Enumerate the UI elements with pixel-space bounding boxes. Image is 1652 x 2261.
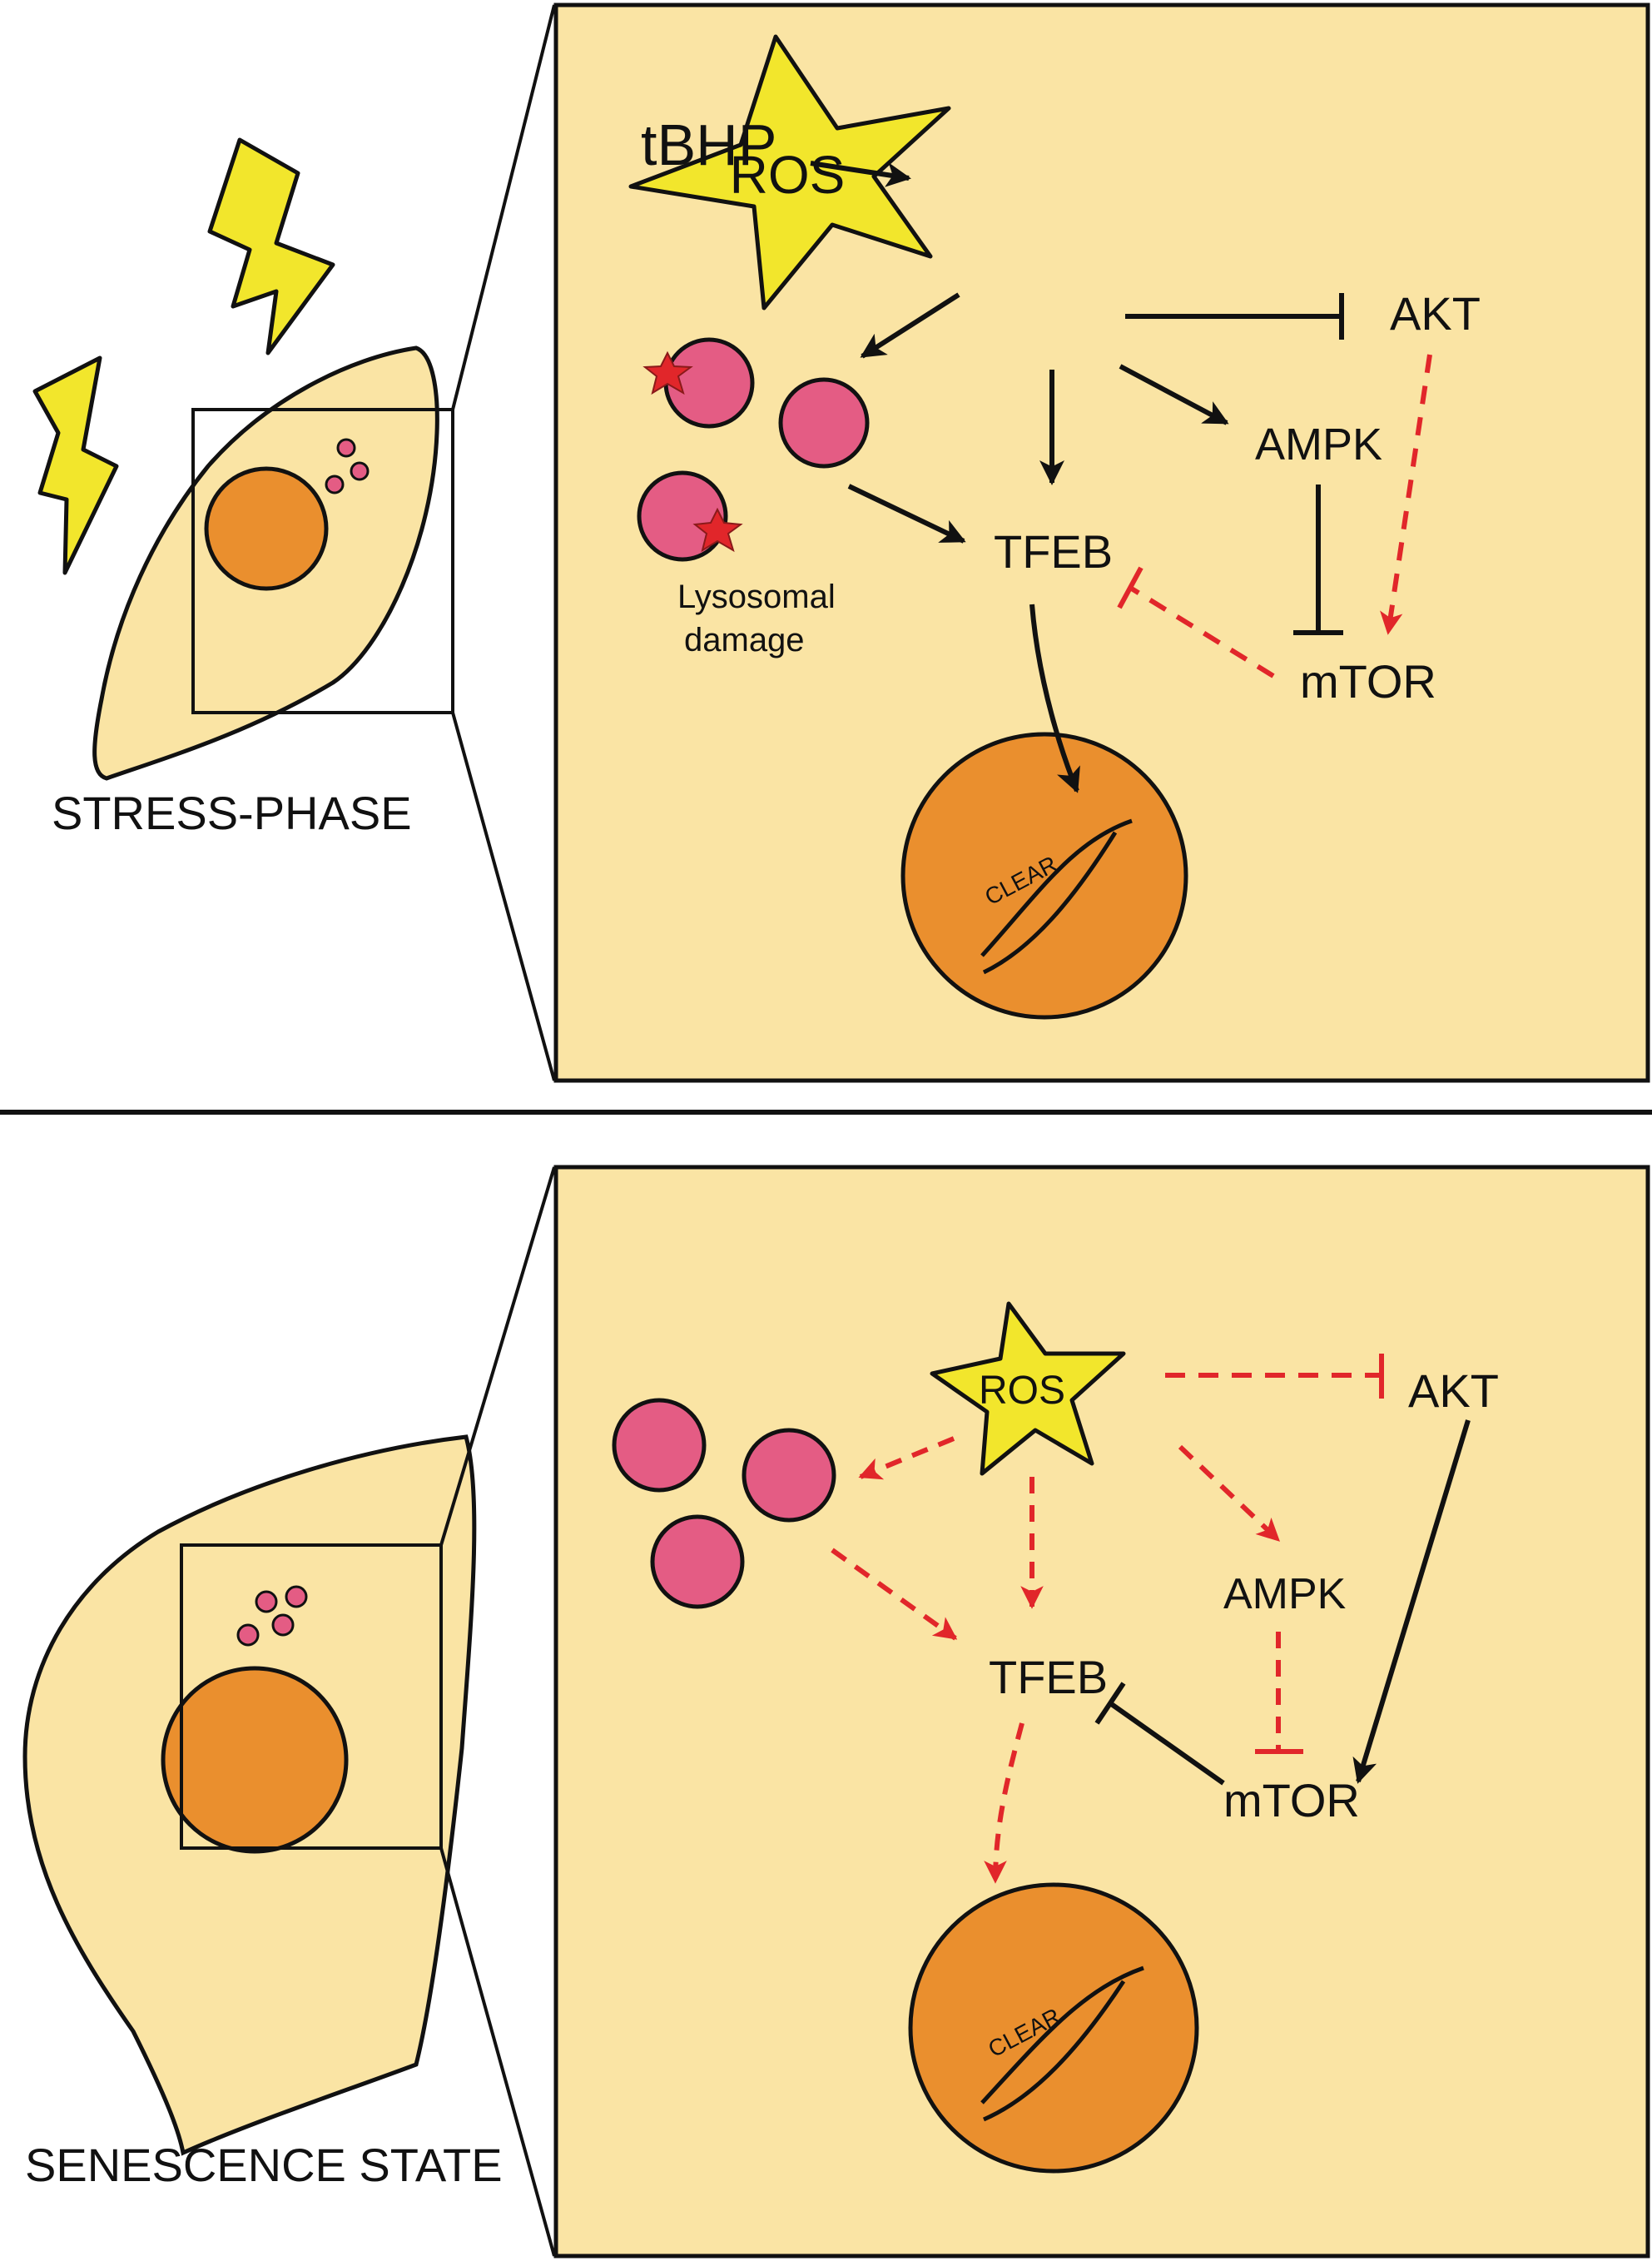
ros-to-ampk-dashed-arrow xyxy=(1178,1444,1281,1543)
lysosome xyxy=(285,1585,308,1608)
ros-to-ampk-arrow xyxy=(1119,364,1229,425)
stress-phase-caption: STRESS-PHASE xyxy=(52,787,412,839)
lysosome xyxy=(325,475,345,494)
mtor-inhibits-tfeb-dashed xyxy=(1129,585,1275,678)
mtor-label: mTOR xyxy=(1300,655,1436,708)
zoom-region xyxy=(180,1543,443,1850)
ros-star-icon xyxy=(628,34,951,311)
lysosome-to-tfeb-dashed-arrow xyxy=(831,1548,958,1641)
akt-label: AKT xyxy=(1408,1364,1499,1417)
lysosome xyxy=(778,377,870,469)
ros-label: ROS xyxy=(730,145,846,205)
lysosome xyxy=(650,1514,745,1609)
ros-label: ROS xyxy=(979,1369,1065,1413)
ros-star-icon xyxy=(930,1301,1126,1476)
dna-strand xyxy=(983,1980,1126,2122)
mtor-inhibits-tfeb xyxy=(1109,1701,1225,1786)
lysosome xyxy=(236,1623,260,1647)
stress-phase-panel: ROS tBHP AKT AMPK TFEB mTOR Lysosomal da… xyxy=(32,2,1650,1083)
zoom-region xyxy=(191,408,454,714)
mtor-label: mTOR xyxy=(1223,1774,1360,1826)
star-icon xyxy=(642,350,693,395)
lysosome xyxy=(350,461,370,481)
lightning-bolt-icon xyxy=(207,137,335,355)
lysosomal-damage-label: damage xyxy=(684,622,805,658)
dna-strand xyxy=(980,818,1133,957)
zoom-connector xyxy=(451,712,556,1081)
akt-to-mtor-dashed-arrow xyxy=(1380,354,1432,635)
tfeb-to-nucleus-arrow xyxy=(1029,604,1080,793)
tfeb-label: TFEB xyxy=(989,1651,1108,1703)
zoom-connector xyxy=(451,4,556,410)
tbhp-label: tBHP xyxy=(641,112,776,177)
zoom-connector xyxy=(439,1847,556,2257)
lightning-bolt-icon xyxy=(32,355,119,575)
dna-strand xyxy=(980,1965,1144,2104)
lysosome xyxy=(336,438,356,458)
lysosomal-damage-label: Lysosomal xyxy=(677,579,836,615)
inhibition-bar xyxy=(1094,1682,1126,1725)
lysosome-to-tfeb-arrow xyxy=(847,484,966,544)
dna-strand xyxy=(982,831,1118,975)
lysosome xyxy=(742,1428,836,1523)
akt-to-mtor-arrow xyxy=(1352,1419,1471,1784)
zoom-connector xyxy=(439,1166,556,1546)
ampk-label: AMPK xyxy=(1223,1570,1347,1618)
tfeb-label: TFEB xyxy=(994,525,1113,578)
lysosome xyxy=(271,1613,295,1637)
stress-cell-nucleus xyxy=(204,466,329,591)
tbhp-to-ros-arrow xyxy=(810,161,911,187)
senescence-state-caption: SENESCENCE STATE xyxy=(25,2139,503,2191)
ros-to-lysosome-arrow xyxy=(860,292,960,359)
nucleus xyxy=(900,732,1188,1020)
lysosome xyxy=(255,1590,278,1613)
inhibition-bar-red xyxy=(1117,566,1144,609)
akt-label: AKT xyxy=(1390,287,1481,340)
lysosome xyxy=(612,1398,707,1493)
damaged-lysosome xyxy=(637,470,728,562)
ampk-label: AMPK xyxy=(1255,420,1382,470)
senescence-panel: ROS AKT AMPK TFEB mTOR CLEAR xyxy=(22,1165,1650,2259)
senescent-cell-nucleus xyxy=(161,1666,349,1854)
star-icon xyxy=(692,507,743,553)
